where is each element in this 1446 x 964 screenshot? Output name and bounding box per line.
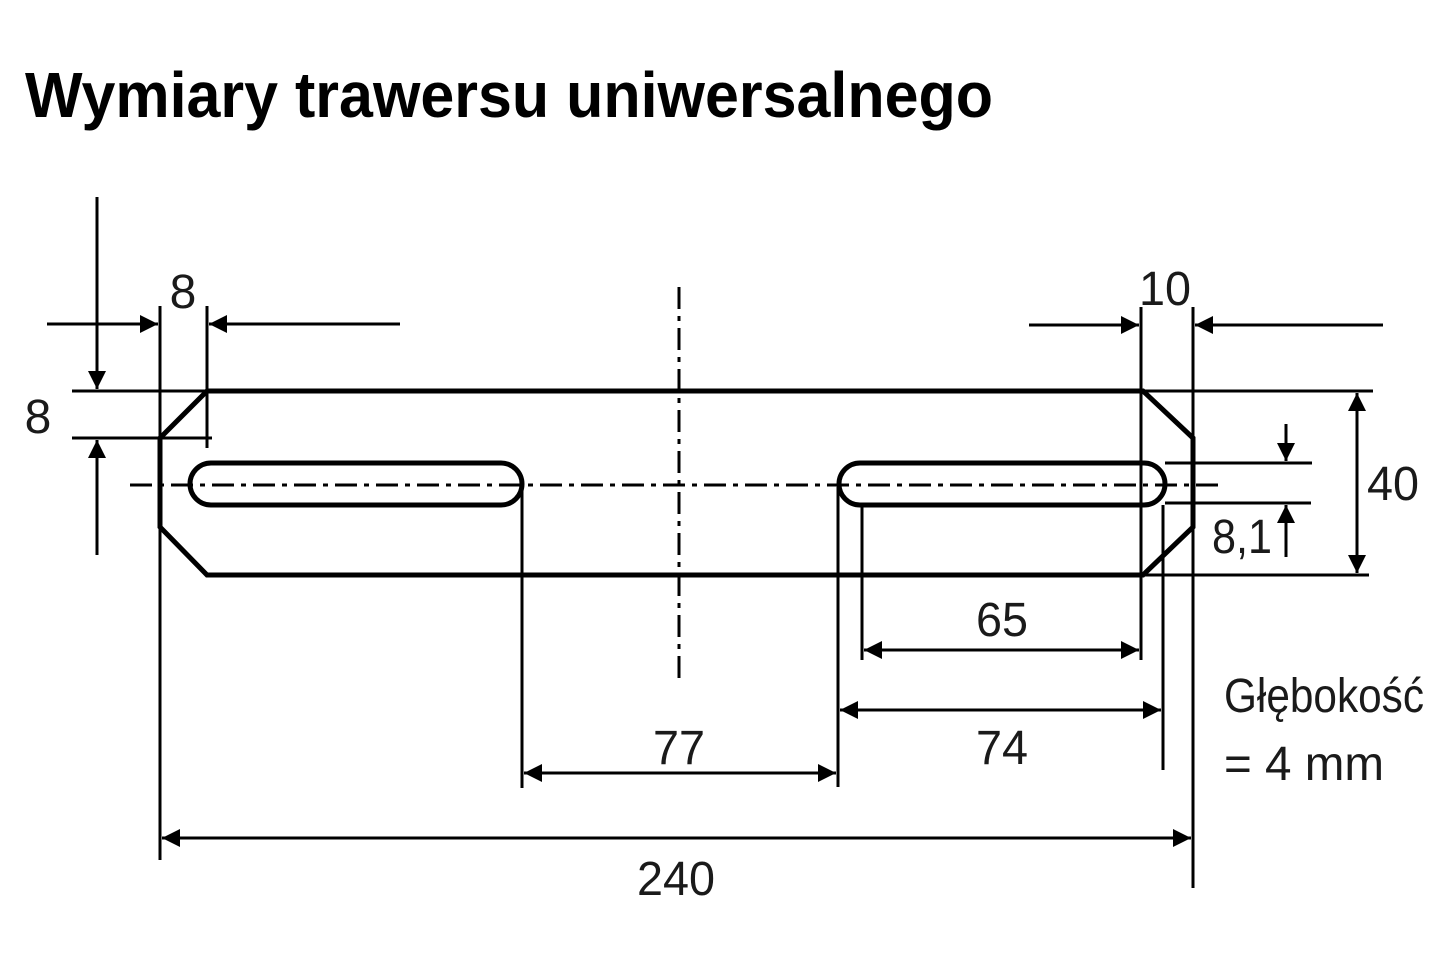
traverse-outline [157,388,1196,578]
dim-label-left: 8 [25,391,52,444]
dim-slot-length-65: 65 [864,594,1139,659]
dim-label-slot-width: 8,1 [1212,511,1272,564]
page-title: Wymiary trawersu uniwersalnego [25,59,993,131]
dim-label-top-left: 8 [170,266,197,319]
dim-slot-width-8-1: 8,1 [1212,424,1295,564]
dim-left-8: 8 [25,197,106,555]
dim-top-right-10: 10 [1029,263,1383,334]
dim-top-left-8: 8 [47,266,400,333]
dim-total-length-240: 240 [162,829,1191,906]
dim-label-slot-length: 65 [976,594,1028,647]
depth-note-line2: = 4 mm [1224,738,1384,791]
depth-note: Głębokość = 4 mm [1224,670,1424,791]
dim-label-total-length: 240 [637,853,715,906]
depth-note-line1: Głębokość [1224,670,1424,723]
dim-label-height: 40 [1367,458,1419,511]
dim-label-slot-span: 74 [976,722,1028,775]
dim-height-40: 40 [1348,393,1419,573]
dim-slot-gap-77: 77 [524,722,836,782]
dim-slot-span-74: 74 [840,701,1161,775]
dim-label-slot-gap: 77 [653,722,705,775]
extension-lines [72,306,1373,888]
dim-label-top-right: 10 [1139,263,1191,316]
